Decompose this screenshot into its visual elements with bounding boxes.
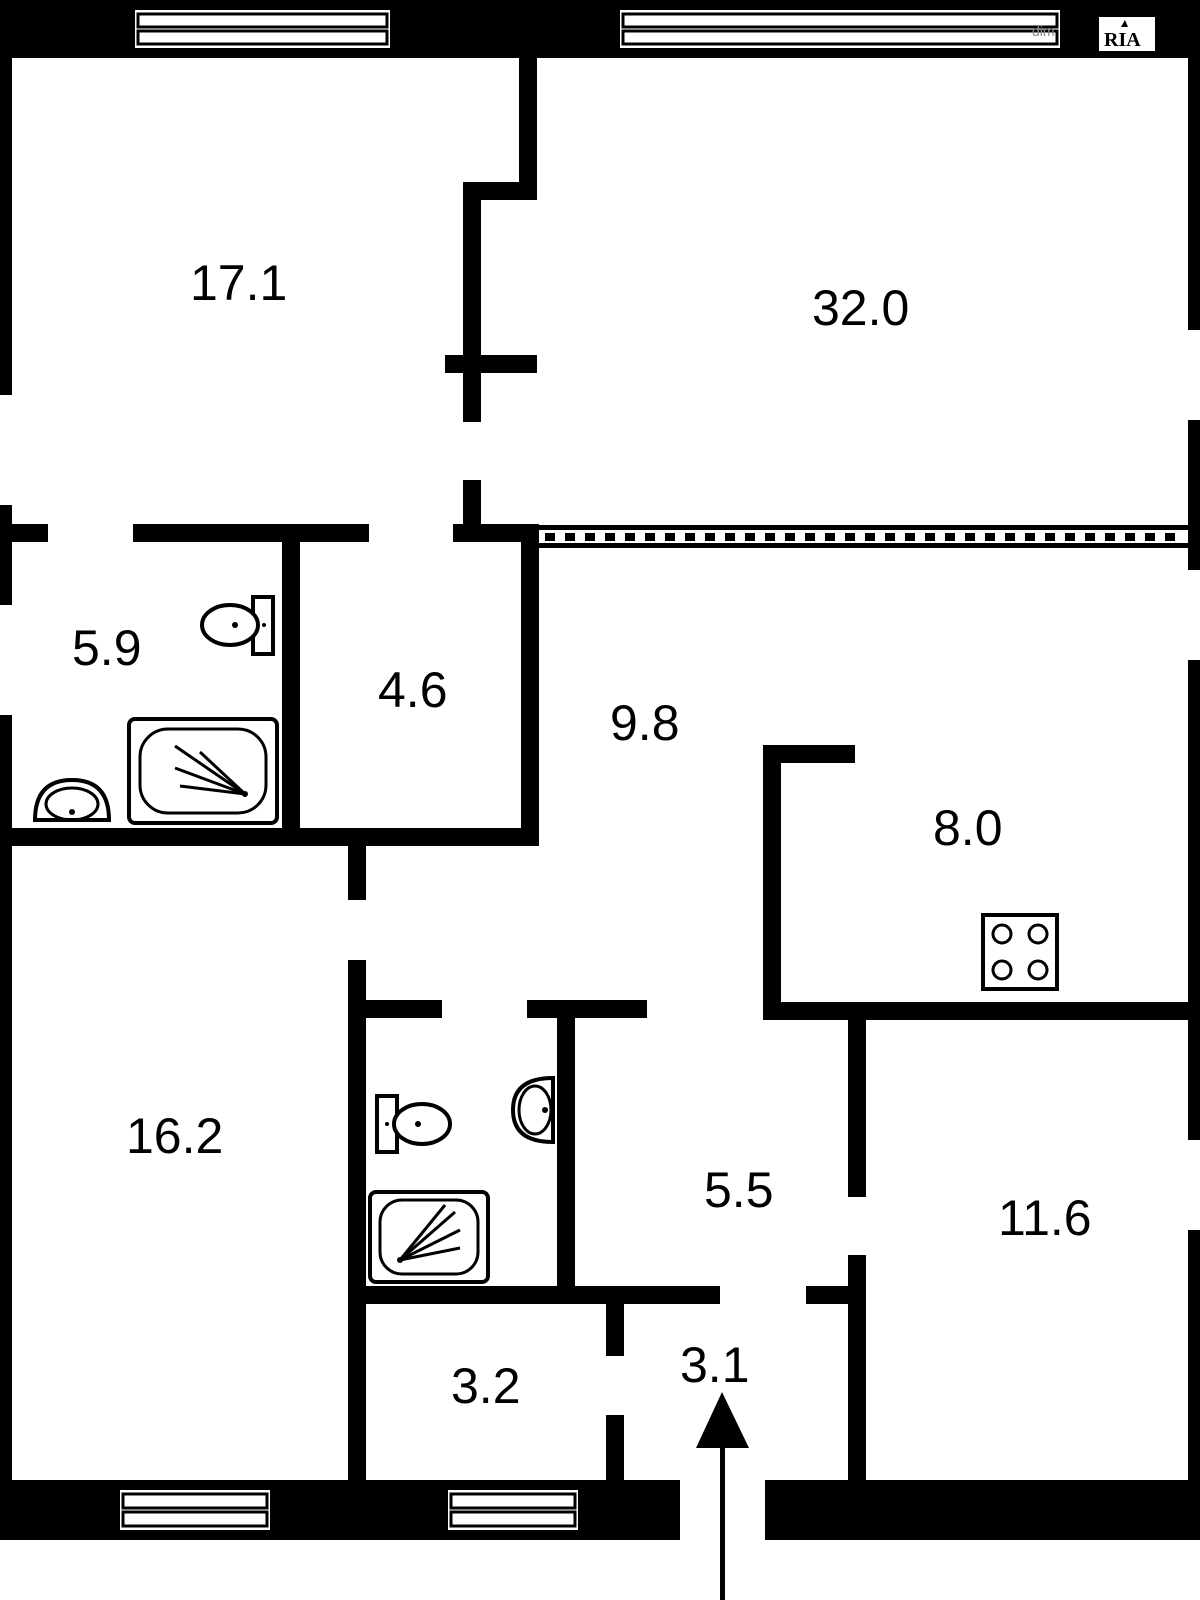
sink-lower-icon — [510, 1075, 555, 1145]
room-area-label: 5.9 — [72, 620, 142, 676]
room-area-label: 32.0 — [812, 280, 909, 336]
toilet-icon — [200, 595, 275, 656]
stove-icon — [981, 913, 1059, 991]
entrance-arrow-icon — [696, 1392, 749, 1600]
room-labels: 17.1 32.0 5.9 4.6 9.8 8.0 16.2 5.5 11.6 … — [72, 255, 1092, 1414]
interior-walls — [0, 58, 1188, 1485]
room-area-label: 17.1 — [190, 255, 287, 311]
windows — [0, 10, 1200, 1530]
room-area-label: 4.6 — [378, 662, 448, 718]
room-area-label: 3.1 — [680, 1337, 750, 1393]
room-area-label: 11.6 — [998, 1190, 1092, 1246]
watermark-logo: dim RIA — [1032, 15, 1157, 53]
sink-icon — [32, 777, 112, 822]
bathtub-icon — [127, 717, 279, 825]
room-area-label: 8.0 — [933, 800, 1003, 856]
bathtub-lower-icon — [368, 1190, 490, 1284]
dashed-partition — [545, 533, 1175, 541]
toilet-lower-icon — [375, 1094, 452, 1154]
room-area-label: 5.5 — [704, 1162, 774, 1218]
room-area-label: 9.8 — [610, 695, 680, 751]
watermark-small-text: dim — [1032, 23, 1055, 39]
watermark-ria-text: RIA — [1104, 29, 1141, 51]
room-area-label: 16.2 — [126, 1108, 223, 1164]
room-area-label: 3.2 — [451, 1358, 521, 1414]
